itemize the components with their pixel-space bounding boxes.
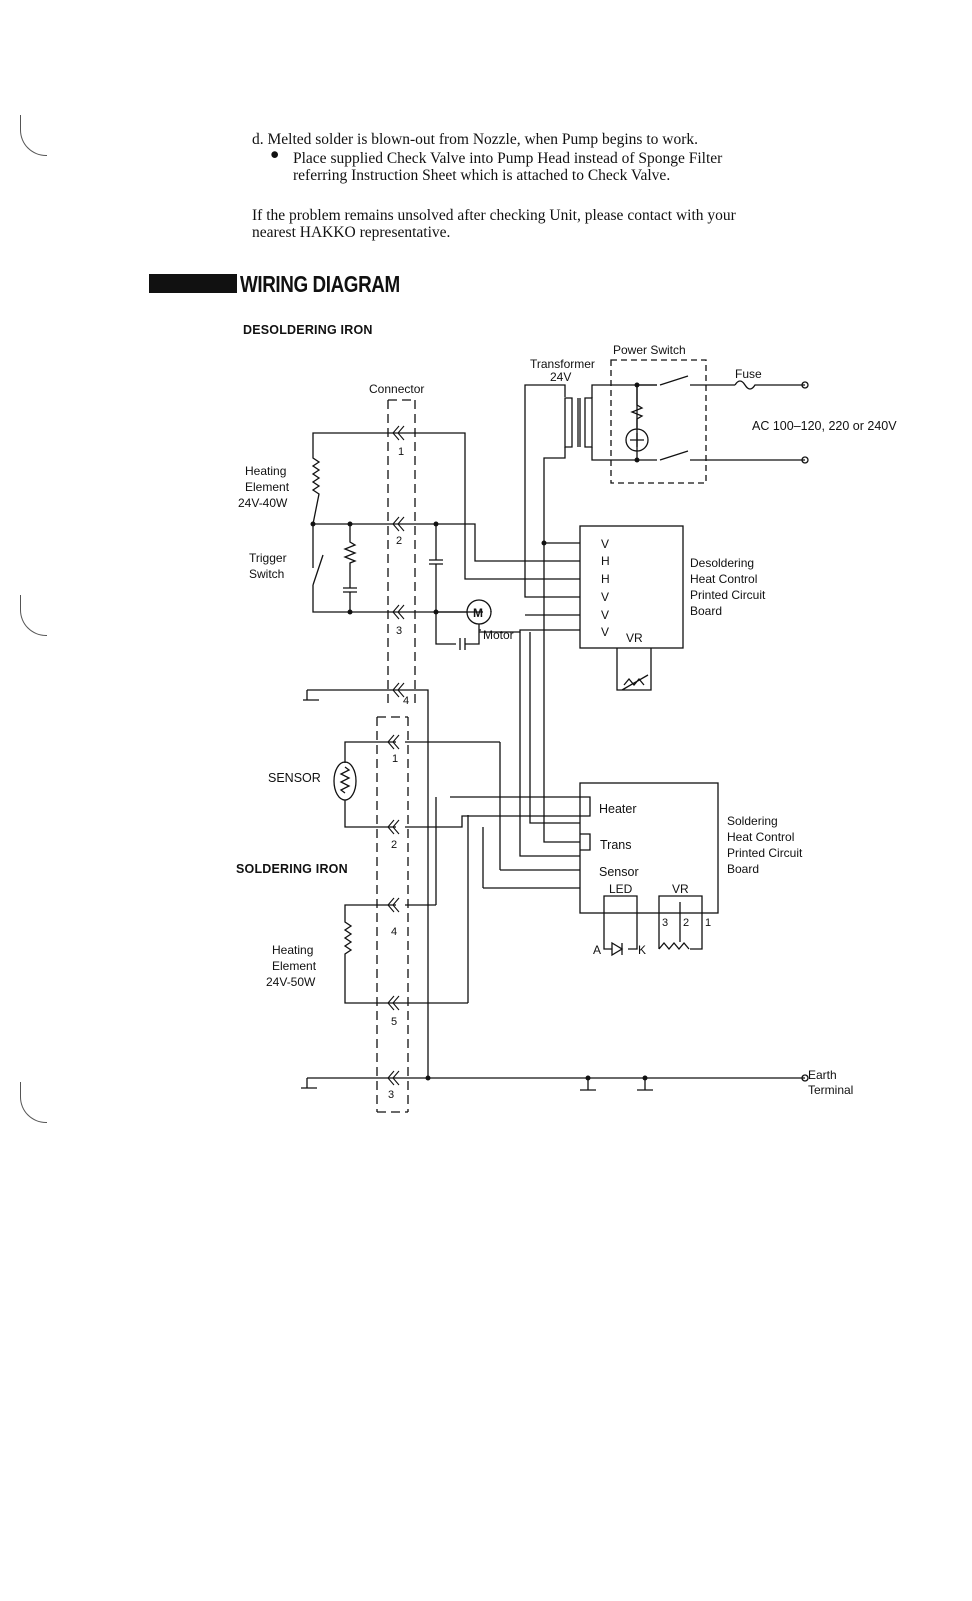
vr-pin-1: 1 (705, 917, 711, 929)
soldering-board-line1: Soldering (727, 814, 778, 828)
motor-label: Motor (483, 628, 514, 642)
desoldering-pin-v1: V (601, 537, 609, 551)
heating-element-2-line3: 24V-50W (266, 975, 316, 989)
connector-pin-3: 3 (396, 625, 402, 637)
heating-element-1-line3: 24V-40W (238, 496, 288, 510)
soldering-board-line2: Heat Control (727, 830, 794, 844)
instruction-bullet-line2: referring Instruction Sheet which is att… (293, 167, 671, 184)
trigger-switch-line2: Switch (249, 567, 284, 581)
instruction-item-d: d. Melted solder is blown-out from Nozzl… (252, 131, 698, 148)
desoldering-pin-v2: V (601, 590, 609, 604)
vr-pin-3: 3 (662, 917, 668, 929)
bullet-dot: ● (270, 146, 280, 163)
desoldering-pin-v4: V (601, 625, 609, 639)
desoldering-board-line4: Board (690, 604, 722, 618)
soldering-connector-pin-3: 3 (388, 1089, 394, 1101)
soldering-pin-heater: Heater (599, 802, 637, 816)
desoldering-pin-h1: H (601, 554, 610, 568)
desoldering-vr-label: VR (626, 631, 643, 645)
heating-element-2-line2: Element (272, 959, 317, 973)
desoldering-board-line3: Printed Circuit (690, 588, 766, 602)
sensor-label: SENSOR (268, 771, 321, 785)
fuse-label: Fuse (735, 367, 762, 381)
connector-label: Connector (369, 382, 424, 396)
closing-line1: If the problem remains unsolved after ch… (252, 207, 736, 224)
instruction-bullet-line1: Place supplied Check Valve into Pump Hea… (293, 150, 723, 167)
heating-element-1-line2: Element (245, 480, 290, 494)
earth-terminal-line2: Terminal (808, 1083, 853, 1097)
desoldering-board-line2: Heat Control (690, 572, 757, 586)
connector-pin-1: 1 (398, 446, 404, 458)
motor-symbol: M (473, 606, 483, 620)
transformer-voltage: 24V (550, 370, 571, 384)
soldering-iron-label: SOLDERING IRON (236, 862, 348, 876)
led-anode: A (593, 943, 601, 957)
section-title: WIRING DIAGRAM (240, 271, 400, 297)
connector-pin-2: 2 (396, 535, 402, 547)
soldering-vr-label: VR (672, 882, 689, 896)
vr-pin-2: 2 (683, 917, 689, 929)
desoldering-iron-label: DESOLDERING IRON (243, 323, 373, 337)
desoldering-pin-h2: H (601, 572, 610, 586)
soldering-connector-pin-4: 4 (391, 926, 397, 938)
ac-supply-label: AC 100–120, 220 or 240V (752, 419, 897, 433)
heading-bar (149, 274, 237, 293)
soldering-connector-pin-1: 1 (392, 753, 398, 765)
earth-terminal-line1: Earth (808, 1068, 837, 1082)
soldering-connector-pin-5: 5 (391, 1016, 397, 1028)
heating-element-1-line1: Heating (245, 464, 286, 478)
closing-line2: nearest HAKKO representative. (252, 224, 451, 241)
soldering-pin-sensor: Sensor (599, 865, 639, 879)
soldering-board-line3: Printed Circuit (727, 846, 803, 860)
connector-pin-4: 4 (403, 695, 409, 707)
led-label: LED (609, 882, 633, 896)
transformer-label: Transformer (530, 357, 595, 371)
soldering-connector-pin-2: 2 (391, 839, 397, 851)
trigger-switch-line1: Trigger (249, 551, 287, 565)
heating-element-2-line1: Heating (272, 943, 313, 957)
desoldering-board-line1: Desoldering (690, 556, 754, 570)
soldering-pin-trans: Trans (600, 838, 632, 852)
led-cathode: K (638, 943, 646, 957)
power-switch-label: Power Switch (613, 343, 686, 357)
desoldering-pin-v3: V (601, 608, 609, 622)
soldering-board-line4: Board (727, 862, 759, 876)
